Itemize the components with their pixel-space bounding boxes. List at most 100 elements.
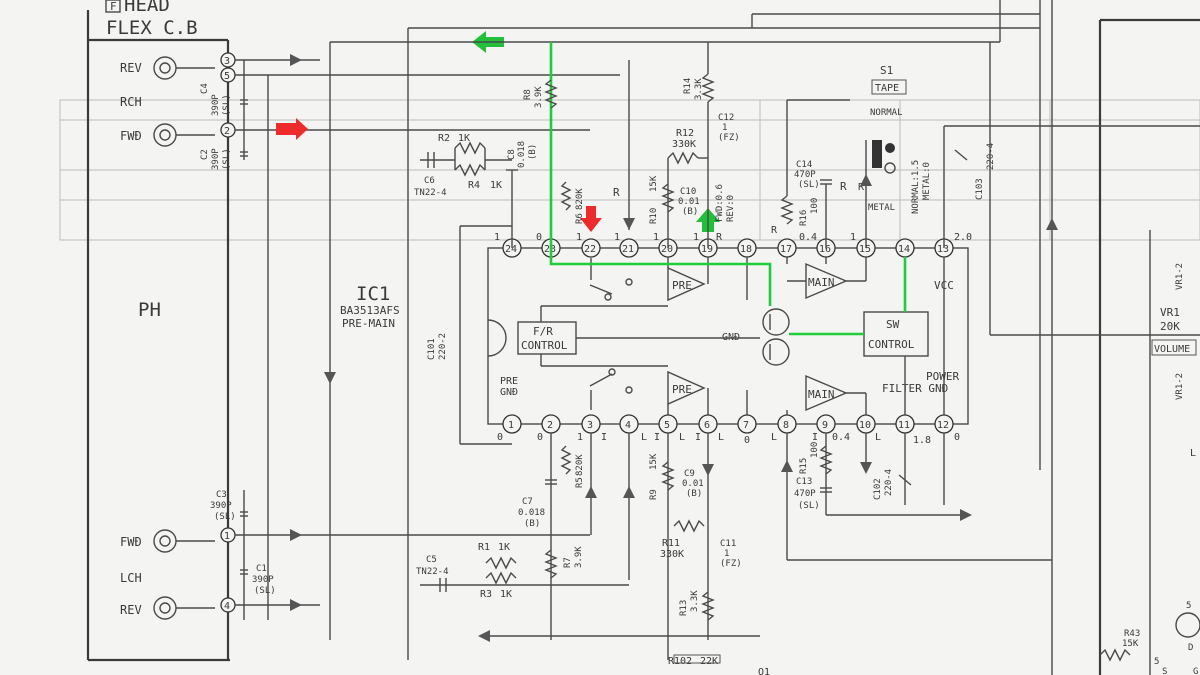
svg-text:L: L [771,432,777,443]
svg-text:1K: 1K [490,180,502,191]
svg-text:R12: R12 [676,128,694,139]
capacitor-c9: C9 0.01 (B) [682,469,704,499]
svg-text:VR1-2: VR1-2 [1175,263,1185,290]
svg-text:L: L [875,432,881,443]
sw-control-block: SW CONTROL [863,311,929,357]
capacitor-c7: C7 0.018 (B) [518,479,557,529]
resistor-r43: R43 15K [1099,629,1140,662]
svg-text:18: 18 [740,244,752,255]
svg-text:NORMAL: NORMAL [870,108,903,118]
lch-label: LCH [120,571,142,585]
svg-text:R4: R4 [468,180,480,191]
svg-text:REV: REV [120,603,142,617]
jack-rev-bottom: REV [120,596,215,620]
svg-text:L: L [1190,448,1196,459]
svg-text:330K: 330K [660,549,684,560]
svg-text:L: L [679,432,685,443]
jack-rev-top: REV [120,56,215,80]
svg-text:R: R [858,182,865,193]
svg-text:0.01: 0.01 [678,197,700,207]
svg-text:1: 1 [576,232,582,243]
svg-text:FWÐ: FWÐ [120,535,142,549]
switch-s1: S1 TAPE NORMAL R METAL NORMAL:1.5 METAL:… [858,64,932,248]
jack-fwd-top: FWÐ [120,123,215,147]
svg-text:R8: R8 [523,89,533,100]
r-mark-15: R [840,180,847,193]
svg-text:S: S [1162,667,1167,675]
svg-text:0.4: 0.4 [799,232,817,243]
pin-9: 9 [816,414,836,434]
svg-text:R6: R6 [575,213,585,224]
volume-section: VR1-2 VR1 20K VOLUME VR1-2 L R43 15K 5 D… [989,18,1200,675]
svg-text:15K: 15K [1122,639,1139,649]
head-jacks: REV RCH FWÐ FWÐ LCH REV [120,56,215,620]
svg-text:R14: R14 [683,78,693,94]
svg-text:5: 5 [224,71,230,82]
flex-pin-1: 1 [220,527,236,543]
svg-text:MAIN: MAIN [808,276,835,289]
svg-text:390P: 390P [211,94,221,116]
resistor-r8: R8 3.9K [523,79,558,109]
ic-internal-wiring [540,257,945,415]
vr1-value: 20K [1160,320,1180,333]
svg-text:1K: 1K [458,133,470,144]
svg-text:C5: C5 [426,555,437,565]
flex-pin-3: 3 [220,52,236,68]
c4-label: C4 390P (SL) [200,83,232,116]
svg-text:1: 1 [850,232,856,243]
svg-text:METAL: METAL [868,203,895,213]
capacitor-c13: C13 470P (SL) [794,477,832,511]
top-components: R8 3.9K C8 0.018 (B) R6 820K R2 1K R4 1K [414,42,1052,248]
fr-control-block: F/R CONTROL [517,321,577,355]
pre-amp-bottom: PRE [667,370,706,406]
svg-text:D: D [1188,643,1193,653]
svg-text:C9: C9 [684,469,695,479]
svg-text:3.9K: 3.9K [574,546,584,568]
svg-text:1K: 1K [500,589,512,600]
svg-text:TN22-4: TN22-4 [414,188,447,198]
pin-8: 8 [777,414,797,434]
resistor-r10: R10 15K [649,175,675,224]
svg-text:390P: 390P [252,575,274,585]
svg-text:S1: S1 [880,64,893,77]
svg-text:9: 9 [822,420,828,431]
svg-text:15K: 15K [649,175,659,192]
svg-text:R102: R102 [668,656,692,667]
svg-text:L: L [641,432,647,443]
svg-text:R9: R9 [649,489,659,500]
r-mark-21: R [613,186,620,199]
svg-text:0: 0 [497,432,503,443]
pin-22: 22 [581,238,601,258]
svg-text:(B): (B) [524,519,540,529]
svg-text:330K: 330K [672,139,696,150]
svg-text:820K: 820K [575,454,585,476]
svg-text:3: 3 [224,56,230,67]
svg-text:100: 100 [810,198,820,214]
bottom-pin-voltages: 0 0 1 I L I L I L 0 L I 0.4 L 1.8 0 [497,432,960,446]
main-amp-bottom: MAIN [805,374,848,412]
svg-text:TAPE: TAPE [875,83,899,94]
svg-text:TN22-4: TN22-4 [416,567,449,577]
svg-text:100: 100 [810,442,820,458]
svg-text:4: 4 [625,420,631,431]
flex-board-outline: PH [86,10,230,662]
svg-text:METAL:0: METAL:0 [922,162,932,200]
svg-text:2.0: 2.0 [954,232,972,243]
svg-text:C14: C14 [796,160,812,170]
svg-text:390P: 390P [210,501,232,511]
head-title: HEAD [124,0,170,16]
svg-text:R15: R15 [799,458,809,474]
svg-text:1: 1 [614,232,620,243]
svg-text:MAIN: MAIN [808,388,835,401]
head-box-letter: F [110,0,117,13]
capacitor-c5: C5 TN22-4 [416,555,449,592]
svg-text:C6: C6 [424,176,435,186]
svg-text:16: 16 [819,244,831,255]
svg-text:C8: C8 [507,149,517,160]
switch-top [589,258,633,301]
svg-text:(SL): (SL) [798,180,820,190]
flex-pin-2: 2 [220,122,236,138]
svg-text:1: 1 [653,232,659,243]
svg-text:(SL): (SL) [222,148,232,170]
svg-text:17: 17 [780,244,792,255]
